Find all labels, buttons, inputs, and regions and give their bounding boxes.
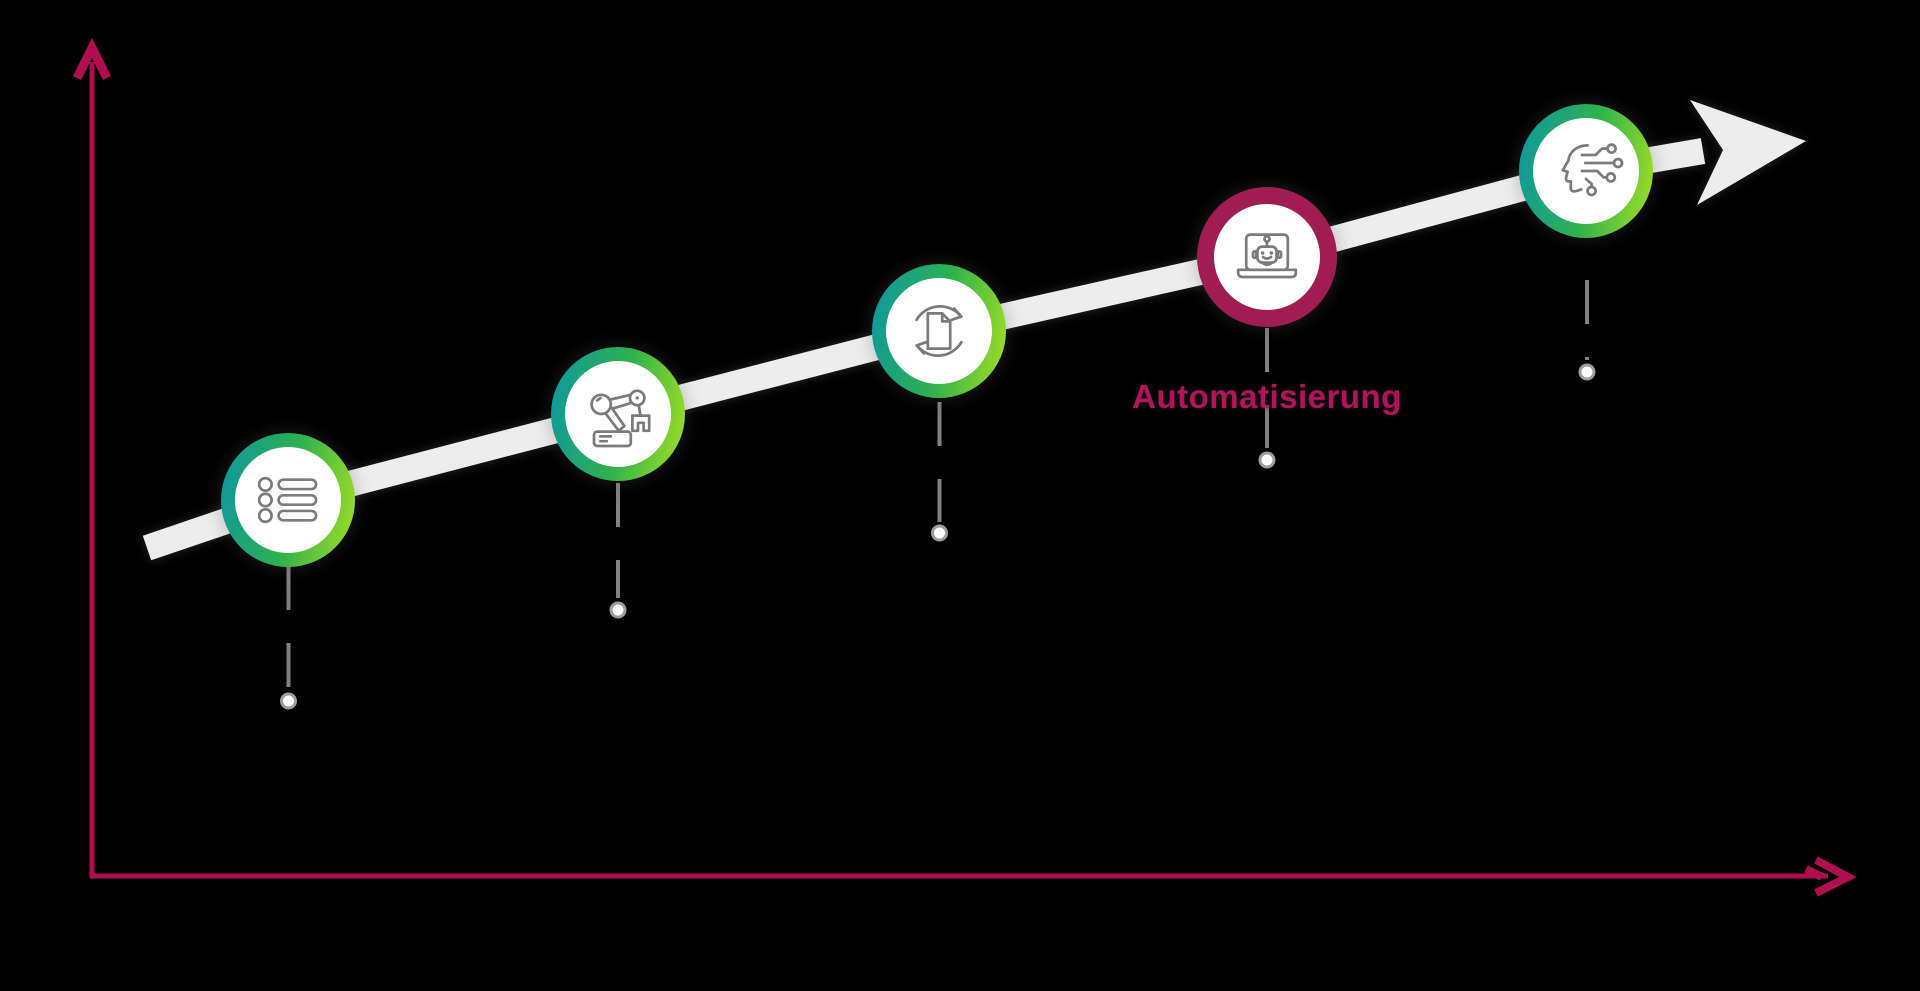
milestone-node-2 xyxy=(551,347,685,481)
document-sync-icon xyxy=(915,305,963,357)
milestone-node-5-face xyxy=(1533,118,1639,224)
connector-1 xyxy=(280,566,297,710)
x-axis-arrow-icon xyxy=(1804,856,1857,897)
milestone-node-4-face xyxy=(1214,204,1320,310)
connector-dot-3 xyxy=(931,524,948,542)
x-axis xyxy=(90,856,1857,897)
connector-4 xyxy=(1258,328,1276,469)
ai-head-icon xyxy=(1561,143,1624,197)
connector-dot-1 xyxy=(280,692,297,710)
y-axis-arrow-icon xyxy=(72,37,112,81)
milestone-node-2-face xyxy=(565,361,671,467)
milestone-node-4 xyxy=(1197,187,1337,327)
connector-dot-4 xyxy=(1258,451,1276,469)
checklist-icon xyxy=(257,476,318,524)
connector-dot-2 xyxy=(609,601,627,619)
connector-3 xyxy=(931,402,948,542)
trend-arrowhead-icon xyxy=(1690,100,1806,205)
connector-2 xyxy=(609,483,627,619)
robot-arm-icon xyxy=(590,389,651,448)
milestone-node-1 xyxy=(221,433,355,567)
connector-dot-5 xyxy=(1578,363,1596,381)
milestone-node-3 xyxy=(872,264,1006,398)
y-axis xyxy=(72,37,112,877)
milestone-node-1-face xyxy=(235,447,341,553)
milestone-node-5 xyxy=(1519,104,1653,238)
milestone-label-4: Automatisierung xyxy=(1132,378,1402,415)
chatbot-laptop-icon xyxy=(1236,233,1298,279)
milestone-node-3-face xyxy=(886,278,992,384)
connector-5 xyxy=(1578,280,1596,381)
